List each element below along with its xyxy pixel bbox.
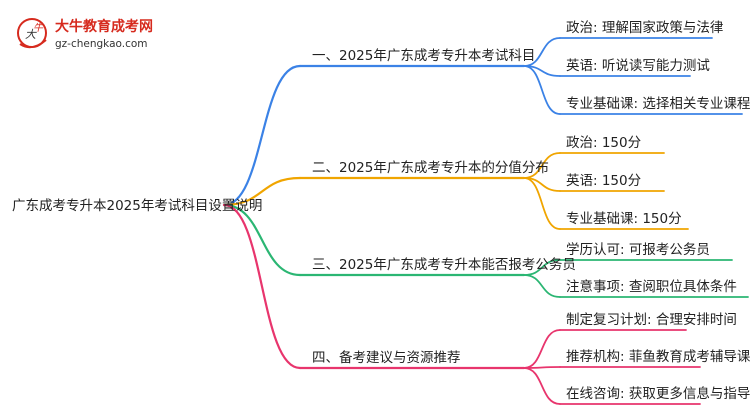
branch-label: 三、2025年广东成考专升本能否报考公务员 (312, 257, 576, 273)
logo-site-url: gz-chengkao.com (55, 38, 148, 50)
svg-text:牛: 牛 (33, 22, 44, 34)
root-to-branch-edge (222, 203, 302, 370)
branch-to-leaf-edge (523, 37, 561, 67)
leaf-label: 注意事项: 查阅职位具体条件 (566, 278, 737, 295)
logo-site-name: 大牛教育成考网 (55, 18, 153, 35)
leaf-label: 英语: 听说读写能力测试 (566, 57, 710, 74)
mindmap-root: 广东成考专升本2025年考试科目设置说明 (12, 198, 262, 214)
leaf-label: 制定复习计划: 合理安排时间 (566, 311, 737, 328)
branch-label: 一、2025年广东成考专升本考试科目 (312, 48, 535, 64)
root-to-branch-edge (222, 64, 302, 207)
branch-to-leaf-edge (523, 65, 561, 115)
branch-label: 二、2025年广东成考专升本的分值分布 (312, 160, 549, 176)
branch-label: 四、备考建议与资源推荐 (312, 349, 461, 366)
site-logo[interactable]: 大 牛 大牛教育成考网 gz-chengkao.com (17, 18, 153, 50)
branch-to-leaf-edge (523, 367, 561, 405)
leaf-label: 专业基础课: 150分 (566, 210, 682, 227)
leaf-label: 英语: 150分 (566, 172, 641, 189)
logo-emblem-icon: 大 牛 (17, 18, 47, 49)
leaf-label: 学历认可: 可报考公务员 (566, 242, 710, 258)
leaf-label: 政治: 理解国家政策与法律 (566, 19, 723, 36)
branch-to-leaf-edge (523, 366, 561, 369)
leaf-label: 专业基础课: 选择相关专业课程 (566, 95, 750, 112)
leaf-label: 推荐机构: 菲鱼教育成考辅导课程 (566, 348, 750, 365)
leaf-label: 政治: 150分 (566, 135, 641, 151)
branch-to-leaf-edge (523, 152, 561, 179)
root-to-branch-edge (222, 203, 302, 277)
branch-to-leaf-edge (523, 274, 561, 298)
leaf-label: 在线咨询: 获取更多信息与指导 (566, 385, 750, 402)
mindmap-edges (222, 37, 749, 405)
root-to-branch-edge (222, 176, 302, 207)
branch-to-leaf-edge (523, 177, 561, 230)
svg-text:大: 大 (25, 28, 37, 41)
branch-to-leaf-edge (523, 329, 561, 369)
